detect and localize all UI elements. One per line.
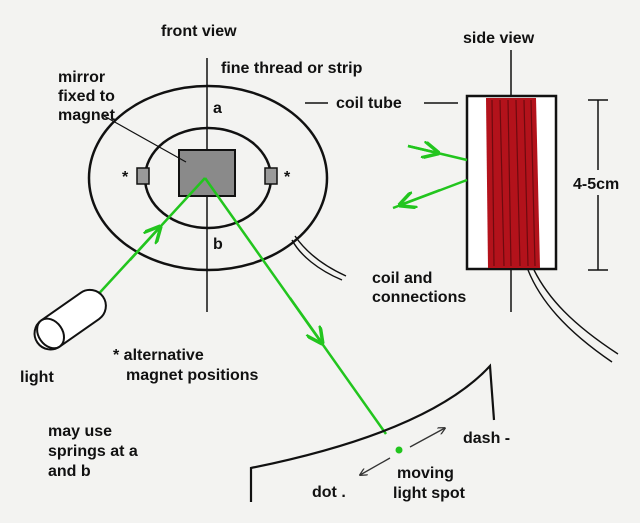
mirror-label-line2: fixed to bbox=[58, 88, 115, 105]
dot-label: dot . bbox=[312, 484, 346, 501]
light-label: light bbox=[20, 369, 54, 386]
dimension-label: 4-5cm bbox=[573, 176, 619, 193]
incoming-beam-arrow bbox=[129, 227, 160, 261]
point-b-label: b bbox=[213, 236, 223, 253]
spot-label-line1: moving bbox=[397, 465, 454, 482]
springs-line2: springs at a bbox=[48, 443, 138, 460]
coil-wires-front bbox=[291, 235, 347, 281]
light-spot bbox=[395, 446, 403, 454]
mirror-pointer-line bbox=[103, 115, 187, 163]
coil-connections-line1: coil and bbox=[372, 270, 432, 287]
alt-magnet-right bbox=[264, 167, 278, 185]
outer-coil-ring bbox=[87, 84, 329, 272]
alt-marker-left: * bbox=[122, 169, 129, 186]
coil-wires-side bbox=[527, 269, 619, 363]
springs-line1: may use bbox=[48, 423, 112, 440]
mirror-label-line3: magnet bbox=[58, 107, 116, 124]
spot-travel-arrow-right bbox=[409, 428, 445, 448]
torch-lens bbox=[36, 317, 66, 350]
side-beam-out-arrow bbox=[400, 188, 441, 205]
side-beam-in-arrow bbox=[407, 146, 438, 153]
coil-winding-texture bbox=[491, 99, 536, 267]
front-view-label: front view bbox=[161, 23, 237, 40]
point-a-label: a bbox=[213, 100, 222, 117]
alt-magnet-left bbox=[136, 167, 150, 185]
light-beam bbox=[92, 177, 388, 435]
scale-screen bbox=[249, 363, 496, 502]
alt-positions-line1: * alternative bbox=[113, 347, 204, 364]
spot-label-line2: light spot bbox=[393, 485, 466, 502]
alt-positions-line2: magnet positions bbox=[126, 367, 259, 384]
coil-tube-label: coil tube bbox=[336, 95, 402, 112]
alt-marker-right: * bbox=[284, 169, 291, 186]
dash-label: dash - bbox=[463, 430, 510, 447]
reflected-beam-arrow bbox=[288, 297, 322, 343]
side-view bbox=[305, 50, 619, 363]
front-view bbox=[87, 58, 347, 312]
side-view-label: side view bbox=[463, 30, 535, 47]
springs-line3: and b bbox=[48, 463, 91, 480]
spot-travel-arrow-left bbox=[360, 457, 391, 475]
mirror-magnet bbox=[178, 149, 236, 197]
screen-outline bbox=[249, 363, 496, 502]
coil-connections-line2: connections bbox=[372, 289, 466, 306]
mirror-label-line1: mirror bbox=[58, 69, 105, 86]
torch bbox=[33, 288, 107, 351]
fine-thread-label: fine thread or strip bbox=[221, 60, 363, 77]
